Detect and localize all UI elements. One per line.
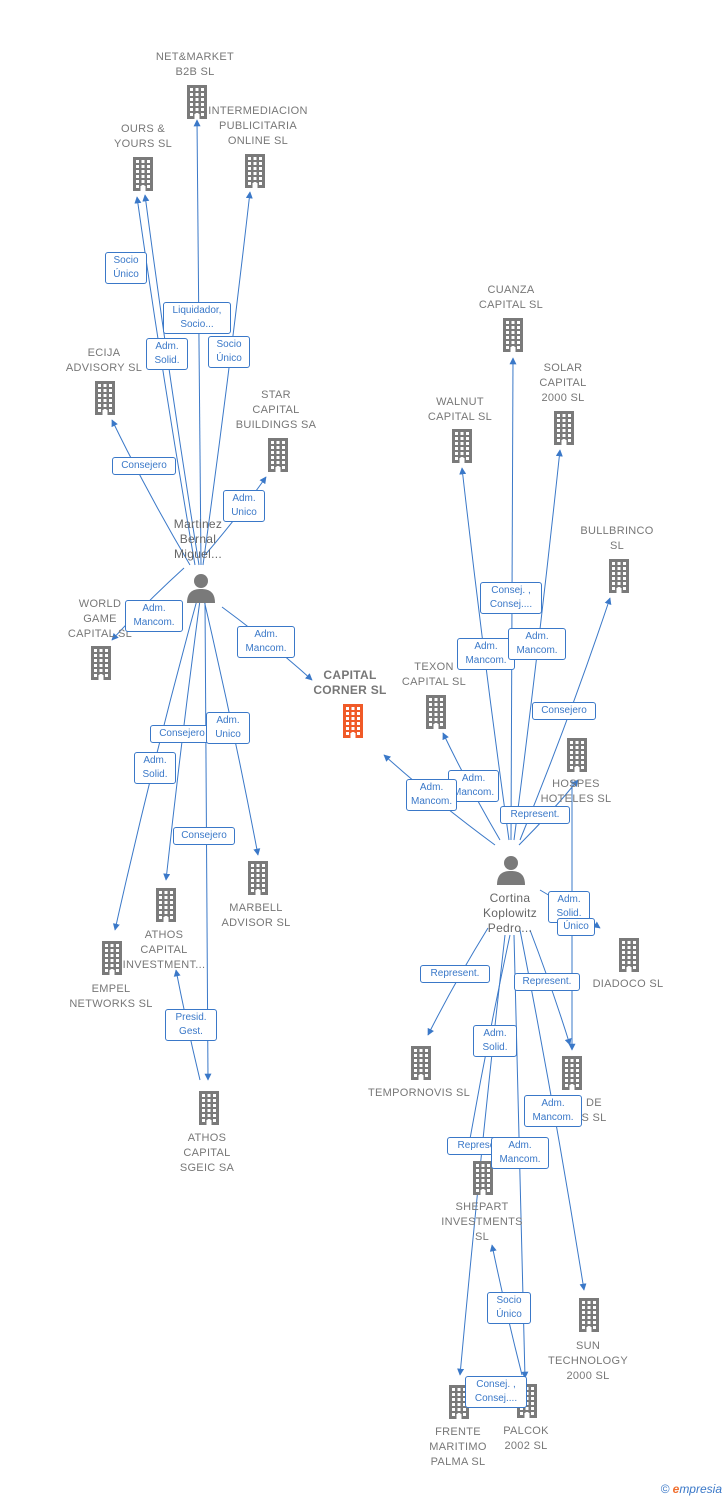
main-company-building-icon[interactable]	[340, 704, 366, 743]
company-name-label[interactable]: PALCOK 2002 SL	[503, 1425, 549, 1452]
relation-label[interactable]: Socio Único	[487, 1292, 531, 1324]
company-building-icon[interactable]	[616, 938, 642, 977]
empresia-watermark[interactable]: ©empresia	[661, 1482, 722, 1496]
company-building-icon[interactable]	[184, 85, 210, 124]
company-building-icon[interactable]	[576, 1298, 602, 1337]
company-name-label[interactable]: HOSPES HOTELES SL	[540, 778, 612, 805]
relation-label[interactable]: Adm. Mancom.	[524, 1095, 582, 1127]
company-building-icon[interactable]	[423, 695, 449, 734]
person-name-label[interactable]: Martinez Bernal Miguel...	[173, 517, 223, 561]
relation-label[interactable]: Adm. Mancom.	[508, 628, 566, 660]
relation-label[interactable]: Consej. , Consej....	[465, 1376, 527, 1408]
relation-edge	[134, 196, 196, 566]
relation-label[interactable]: Adm. Mancom.	[406, 779, 458, 811]
relation-label[interactable]: Adm. Mancom.	[237, 626, 295, 658]
company-name-label[interactable]: SHEPART INVESTMENTS SL	[441, 1201, 523, 1243]
company-name-label[interactable]: INTERMEDIACION PUBLICITARIA ONLINE SL	[208, 105, 308, 147]
relation-label[interactable]: Represent.	[420, 965, 490, 983]
relation-label[interactable]: Consej. , Consej....	[480, 582, 542, 614]
brand-name: mpresia	[679, 1482, 722, 1496]
company-name-label[interactable]: STAR CAPITAL BUILDINGS SA	[235, 389, 317, 431]
relation-label[interactable]: Adm. Mancom.	[125, 600, 183, 632]
company-name-label[interactable]: WORLD GAME CAPITAL SL	[67, 598, 133, 640]
relation-label[interactable]: Liquidador, Socio...	[163, 302, 231, 334]
company-building-icon[interactable]	[408, 1046, 434, 1085]
company-name-label[interactable]: CAPITAL CORNER SL	[313, 668, 387, 697]
company-name-label[interactable]: BULLBRINCO SL	[580, 525, 654, 552]
company-building-icon[interactable]	[153, 888, 179, 927]
relation-label[interactable]: Adm. Mancom.	[491, 1137, 549, 1169]
company-building-icon[interactable]	[559, 1056, 585, 1095]
company-building-icon[interactable]	[242, 154, 268, 193]
company-building-icon[interactable]	[446, 1385, 472, 1424]
relation-label[interactable]: Único	[557, 918, 595, 936]
company-name-label[interactable]: CUANZA CAPITAL SL	[478, 284, 544, 311]
company-name-label[interactable]: NET&MARKET B2B SL	[155, 51, 235, 78]
person-icon[interactable]	[186, 573, 216, 608]
company-name-label[interactable]: ATHOS CAPITAL SGEIC SA	[179, 1132, 235, 1174]
company-name-label[interactable]: WALNUT CAPITAL SL	[427, 396, 493, 423]
relation-edge	[142, 194, 200, 566]
company-name-label[interactable]: MARBELL ADVISOR SL	[221, 902, 291, 929]
company-name-label[interactable]: TEMPORNOVIS SL	[368, 1087, 470, 1099]
company-name-label[interactable]: OURS & YOURS SL	[113, 123, 173, 150]
relation-label[interactable]: Adm. Solid.	[473, 1025, 517, 1057]
company-building-icon[interactable]	[265, 438, 291, 477]
relation-label[interactable]: Adm. Unico	[223, 490, 265, 522]
relation-label[interactable]: Consejero	[150, 725, 214, 743]
company-name-label[interactable]: SOLAR CAPITAL 2000 SL	[539, 362, 587, 404]
company-building-icon[interactable]	[500, 318, 526, 357]
company-name-label[interactable]: ECIJA ADVISORY SL	[65, 347, 143, 374]
company-building-icon[interactable]	[92, 381, 118, 420]
company-building-icon[interactable]	[130, 157, 156, 196]
company-name-label[interactable]: TEXON CAPITAL SL	[401, 661, 467, 688]
relation-label[interactable]: Socio Único	[208, 336, 250, 368]
company-building-icon[interactable]	[449, 429, 475, 468]
company-name-label[interactable]: DE S SL	[581, 1097, 607, 1124]
company-building-icon[interactable]	[99, 941, 125, 980]
relation-label[interactable]: Adm. Solid.	[146, 338, 188, 370]
relation-edge	[457, 934, 506, 1376]
relation-label[interactable]: Consejero	[532, 702, 596, 720]
company-building-icon[interactable]	[470, 1161, 496, 1200]
relation-label[interactable]: Represent.	[514, 973, 580, 991]
person-icon[interactable]	[496, 855, 526, 890]
relation-edge	[111, 419, 191, 566]
company-building-icon[interactable]	[88, 646, 114, 685]
company-name-label[interactable]: SUN TECHNOLOGY 2000 SL	[547, 1340, 628, 1382]
relation-label[interactable]: Consejero	[112, 457, 176, 475]
brand-logo-letter: e	[672, 1482, 680, 1496]
company-name-label[interactable]: EMPEL NETWORKS SL	[69, 983, 153, 1010]
relation-label[interactable]: Adm. Solid.	[134, 752, 176, 784]
company-name-label[interactable]: DIADOCO SL	[592, 978, 664, 990]
relation-label[interactable]: Adm. Mancom.	[457, 638, 515, 670]
relation-edge	[202, 191, 253, 566]
relation-label[interactable]: Adm. Unico	[206, 712, 250, 744]
company-name-label[interactable]: FRENTE MARITIMO PALMA SL	[429, 1426, 487, 1468]
company-building-icon[interactable]	[245, 861, 271, 900]
relation-label[interactable]: Consejero	[173, 827, 235, 845]
person-name-label[interactable]: Cortina Koplowitz Pedro...	[482, 891, 538, 935]
relation-label[interactable]: Socio Único	[105, 252, 147, 284]
copyright-symbol: ©	[660, 1482, 670, 1496]
company-building-icon[interactable]	[196, 1091, 222, 1130]
company-building-icon[interactable]	[551, 411, 577, 450]
company-name-label[interactable]: ATHOS CAPITAL INVESTMENT...	[122, 929, 206, 971]
company-building-icon[interactable]	[564, 738, 590, 777]
relation-label[interactable]: Presid. Gest.	[165, 1009, 217, 1041]
company-building-icon[interactable]	[606, 559, 632, 598]
relation-edge	[193, 119, 202, 566]
relation-label[interactable]: Represent.	[500, 806, 570, 824]
